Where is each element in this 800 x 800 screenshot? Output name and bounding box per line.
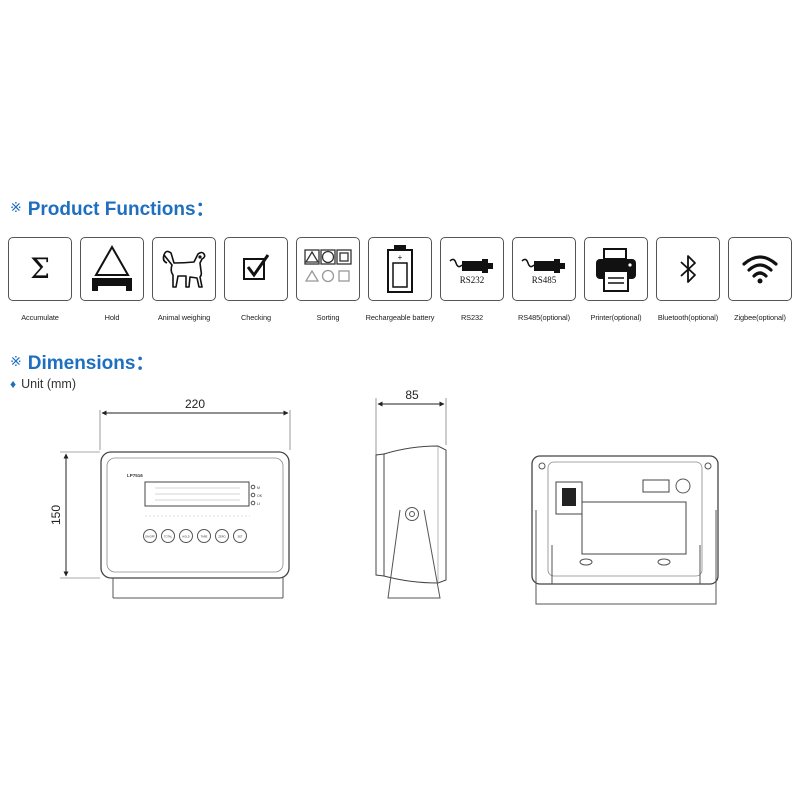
product-functions-title: ※ Product Functions： bbox=[10, 194, 215, 221]
function-printer: Printer(optional) bbox=[578, 237, 654, 322]
sigma-icon: Σ bbox=[8, 237, 72, 301]
key-label: ON/OFF bbox=[145, 535, 155, 539]
height-dimension-value: 150 bbox=[49, 505, 63, 525]
sorting-shapes-icon bbox=[296, 237, 360, 301]
hold-triangle-icon bbox=[80, 237, 144, 301]
function-label: Sorting bbox=[316, 313, 340, 322]
function-label: Accumulate bbox=[21, 313, 59, 322]
function-label: Checking bbox=[240, 313, 271, 322]
function-icon-row: Σ Accumulate Hold Animal weighing bbox=[0, 237, 800, 327]
bluetooth-icon bbox=[656, 237, 720, 301]
rs485-icon-text: RS485 bbox=[532, 275, 557, 285]
width-dimension-value: 220 bbox=[185, 397, 205, 411]
function-hold: Hold bbox=[74, 237, 150, 322]
key-label: TOTAL bbox=[164, 535, 173, 539]
function-label: RS232 bbox=[460, 313, 484, 322]
key-label: SET bbox=[237, 535, 242, 539]
side-view-drawing bbox=[375, 398, 447, 599]
front-model-label: LP7516 bbox=[127, 473, 143, 478]
function-label: Animal weighing bbox=[157, 313, 211, 322]
function-rs485: RS485 RS485(optional) bbox=[506, 237, 582, 322]
function-label: Rechargeable battery bbox=[365, 313, 435, 322]
dimensions-title: ※ Dimensions： bbox=[10, 348, 154, 375]
indicator-label: OK bbox=[257, 494, 263, 498]
indicator-label: M bbox=[257, 486, 260, 490]
function-checking: Checking bbox=[218, 237, 294, 322]
wifi-icon bbox=[728, 237, 792, 301]
back-view-drawing bbox=[531, 455, 719, 605]
unit-line: ♦ Unit (mm) bbox=[10, 377, 76, 391]
printer-icon bbox=[584, 237, 648, 301]
rs232-plug-icon: RS232 bbox=[440, 237, 504, 301]
depth-dimension-value: 85 bbox=[405, 388, 419, 402]
function-label: RS485(optional) bbox=[518, 313, 570, 322]
function-zigbee: Zigbee(optional) bbox=[722, 237, 798, 322]
function-rechargeable-battery: + Rechargeable battery bbox=[362, 237, 438, 322]
battery-plus-sign: + bbox=[398, 253, 403, 262]
diamond-bullet-icon: ♦ bbox=[10, 377, 17, 391]
front-view-drawing bbox=[60, 410, 291, 599]
key-label: TARE bbox=[201, 535, 208, 539]
svg-text:Σ: Σ bbox=[30, 252, 50, 285]
battery-icon: + bbox=[368, 237, 432, 301]
function-bluetooth: Bluetooth(optional) bbox=[650, 237, 726, 322]
function-animal-weighing: Animal weighing bbox=[146, 237, 222, 322]
unit-label: Unit (mm) bbox=[21, 377, 76, 391]
product-functions-heading: Product Functions： bbox=[27, 199, 215, 220]
function-label: Printer(optional) bbox=[590, 313, 642, 322]
rs232-icon-text: RS232 bbox=[460, 275, 485, 285]
checkbox-icon bbox=[224, 237, 288, 301]
function-sorting: Sorting bbox=[290, 237, 366, 322]
function-label: Zigbee(optional) bbox=[734, 313, 786, 322]
function-label: Hold bbox=[104, 313, 120, 322]
key-label: HOLD bbox=[182, 535, 189, 539]
function-rs232: RS232 RS232 bbox=[434, 237, 510, 322]
indicator-label: LI bbox=[257, 502, 260, 506]
dimensions-heading: Dimensions： bbox=[27, 353, 155, 374]
rs485-plug-icon: RS485 bbox=[512, 237, 576, 301]
key-label: ZERO bbox=[218, 535, 225, 539]
function-accumulate: Σ Accumulate bbox=[2, 237, 78, 322]
reference-mark: ※ bbox=[10, 353, 22, 369]
function-label: Bluetooth(optional) bbox=[657, 313, 719, 322]
dog-icon bbox=[152, 237, 216, 301]
reference-mark: ※ bbox=[10, 199, 22, 215]
